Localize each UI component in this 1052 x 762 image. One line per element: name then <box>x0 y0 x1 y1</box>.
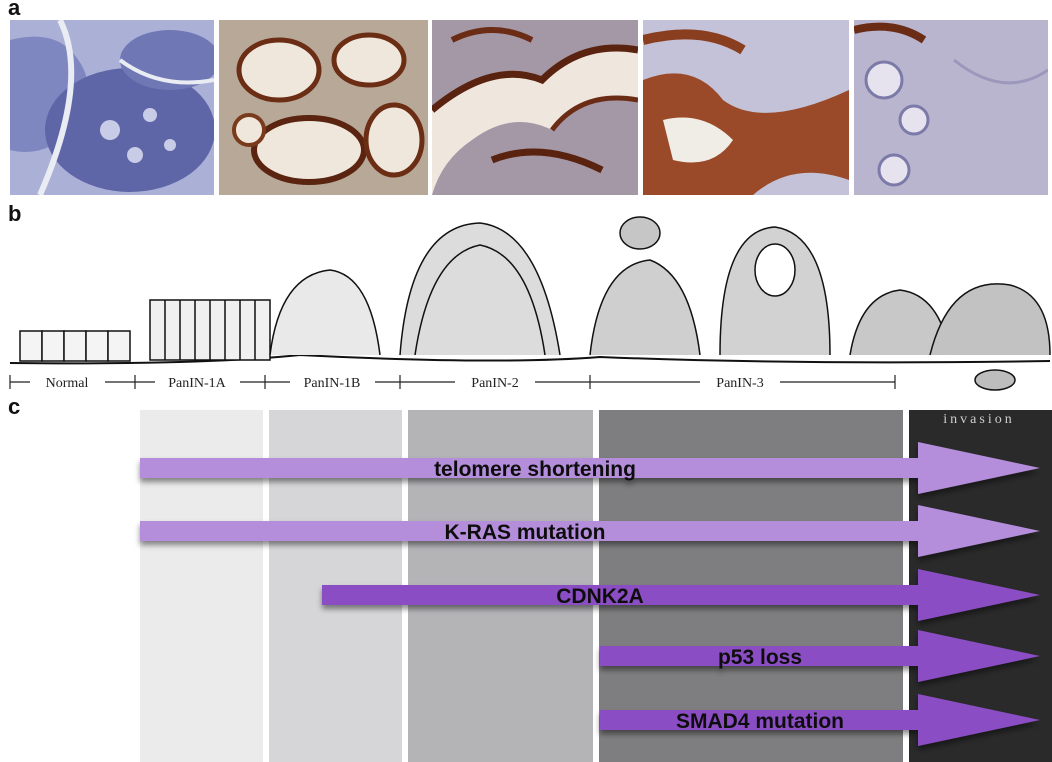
arrow-label-kras: K-RAS mutation <box>445 521 606 544</box>
arrow-label-cdnk2a: CDNK2A <box>556 585 644 608</box>
stage-label-panin-2: PanIN-2 <box>471 376 518 391</box>
arrow-label-telomere: telomere shortening <box>434 458 636 481</box>
micrograph-invasion <box>854 20 1048 195</box>
arrow-smad4-mutation: SMAD4 mutation <box>600 694 1040 746</box>
genetic-alteration-arrows: telomere shortening K-RAS mutation CDNK2… <box>0 410 1052 762</box>
panel-label-a: a <box>8 0 20 19</box>
stage-label-normal: Normal <box>46 376 89 391</box>
micrograph-panin-3 <box>643 20 849 195</box>
panin-schematic: Normal PanIN-1A PanIN-1B PanIN-2 PanIN-3 <box>0 215 1052 395</box>
arrow-p53-loss: p53 loss <box>600 630 1040 682</box>
micrograph-panin-1 <box>219 20 428 195</box>
stage-label-panin-1b: PanIN-1B <box>304 376 361 391</box>
arrow-label-smad4: SMAD4 mutation <box>676 710 844 733</box>
arrow-telomere-shortening: telomere shortening <box>140 442 1040 494</box>
arrow-cdnk2a: CDNK2A <box>322 569 1040 621</box>
epithelium-drawing <box>10 217 1050 390</box>
stage-label-panin-1a: PanIN-1A <box>168 376 226 391</box>
micrograph-normal <box>10 20 214 195</box>
arrow-kras-mutation: K-RAS mutation <box>140 505 1040 557</box>
arrow-label-p53: p53 loss <box>718 646 802 669</box>
micrograph-panin-2 <box>432 20 638 195</box>
stage-label-panin-3: PanIN-3 <box>716 376 763 391</box>
